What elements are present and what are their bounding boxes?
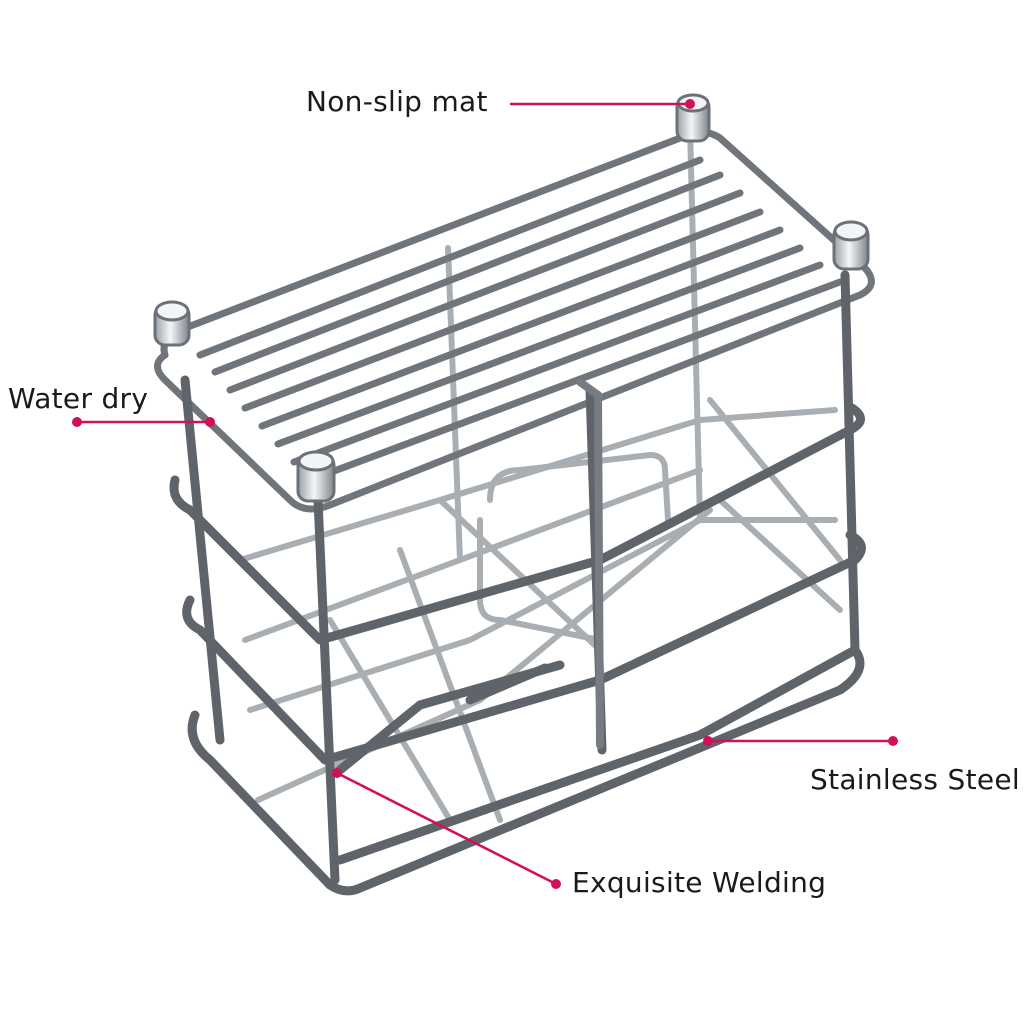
divider-wires [576,378,604,749]
callout-dots [72,99,898,889]
rack-front-frame [169,270,866,896]
cap-front-left [296,450,336,503]
callout-label-stainless-steel: Stainless Steel [810,763,1021,796]
callout-label-non-slip-mat: Non-slip mat [306,85,488,118]
callout-dot-water-dry-end [205,417,215,427]
callout-dot-non-slip-mat [685,99,695,109]
callout-label-exquisite-welding: Exquisite Welding [572,866,827,899]
callout-dot-weld-start [332,768,342,778]
cap-front-right [832,220,870,271]
callout-lines [77,102,893,886]
post-caps [153,93,870,503]
wire-rack [153,93,875,896]
cap-back-right [675,93,711,143]
callout-dot-water-dry-start [72,417,82,427]
callout-dot-steel-start [703,736,713,746]
callout-line-exquisite-welding [336,771,557,886]
callout-label-water-dry: Water dry [8,382,149,415]
callout-dot-steel-end [888,736,898,746]
cap-back-left [153,300,191,347]
callout-dot-weld-end [551,879,561,889]
top-shelf-grid [154,128,875,513]
